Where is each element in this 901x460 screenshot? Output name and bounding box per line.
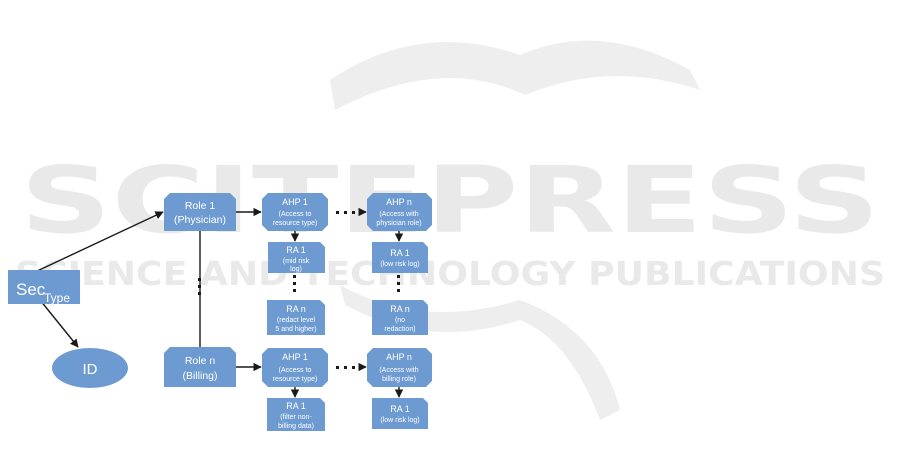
- node-label: RA n: [286, 304, 306, 314]
- node-label: RA 1: [286, 401, 306, 411]
- node-ran-top-right: RA n (no redaction): [372, 300, 428, 335]
- vertical-dots-ra-left: [293, 275, 296, 292]
- ellipsis-marks: [198, 211, 400, 369]
- horizontal-dots-top: [336, 211, 355, 214]
- watermark: SCITEPRESS SCIENCE AND TECHNOLOGY PUBLIC…: [15, 40, 885, 421]
- node-label: redaction): [384, 326, 415, 333]
- node-label: (no: [395, 317, 405, 324]
- node-ra1-bottom-right: RA 1 (low risk log): [372, 398, 428, 429]
- node-ra1-bottom-left: RA 1 (filter non- billing data): [267, 398, 325, 431]
- node-label: log): [290, 266, 302, 273]
- node-ahp1-top: AHP 1 (Access to resource type): [262, 193, 328, 231]
- node-label: AHP n: [386, 352, 412, 362]
- id-label: ID: [83, 361, 98, 378]
- node-label: RA 1: [286, 245, 306, 255]
- node-ahpn-top: AHP n (Access with physician role): [367, 193, 432, 231]
- node-label: resource type): [273, 220, 318, 227]
- node-sec-type: Sec Type: [8, 270, 80, 305]
- node-ahp1-bottom: AHP 1 (Access to resource type): [262, 348, 328, 387]
- node-label: 5 and higher): [275, 326, 316, 333]
- node-label: (filter non-: [280, 414, 312, 421]
- node-label: AHP 1: [282, 352, 308, 362]
- node-label: RA 1: [390, 404, 410, 414]
- node-label: (low risk log): [380, 417, 419, 424]
- node-label: Role n: [185, 355, 216, 367]
- node-label: (redact level: [277, 317, 316, 324]
- node-ahpn-bottom: AHP n (Access with billing role): [367, 348, 432, 387]
- edges: [34, 207, 404, 398]
- edge-sec-id: [39, 299, 79, 348]
- node-label: (Access with: [379, 211, 418, 218]
- node-label: RA 1: [390, 248, 410, 258]
- node-label: (Billing): [182, 370, 217, 382]
- node-ra1-top-right: RA 1 (low risk log): [372, 242, 428, 273]
- node-label: AHP n: [386, 197, 412, 207]
- node-label: (mid risk: [283, 258, 310, 265]
- node-label: Role 1: [185, 200, 216, 212]
- vertical-dots-ra-right: [397, 275, 400, 292]
- watermark-title: SCITEPRESS: [20, 147, 880, 254]
- node-role-1: Role 1 (Physician): [164, 193, 236, 231]
- node-label: (low risk log): [380, 261, 419, 268]
- node-label: physician role): [376, 220, 421, 227]
- node-label: RA n: [390, 304, 410, 314]
- sec-sub: Type: [44, 291, 70, 305]
- sec-main: Sec: [16, 280, 46, 299]
- node-ran-top-left: RA n (redact level 5 and higher): [267, 300, 325, 335]
- node-label: AHP 1: [282, 197, 308, 207]
- vertical-dots-roles: [198, 278, 201, 295]
- edge-sec-role1: [34, 211, 164, 273]
- node-label: (Access with: [379, 367, 418, 374]
- horizontal-dots-bottom: [336, 366, 355, 369]
- node-id: ID: [52, 348, 128, 388]
- node-label: resource type): [273, 376, 318, 383]
- node-ra1-top-left: RA 1 (mid risk log): [268, 242, 325, 273]
- watermark-subtitle: SCIENCE AND TECHNOLOGY PUBLICATIONS: [15, 254, 885, 293]
- node-label: billing role): [382, 376, 416, 383]
- node-label: (Physician): [174, 214, 226, 226]
- node-label: billing data): [278, 423, 314, 430]
- node-role-n: Role n (Billing): [164, 347, 236, 387]
- node-label: (Access to: [279, 211, 312, 218]
- node-label: (Access to: [279, 367, 312, 374]
